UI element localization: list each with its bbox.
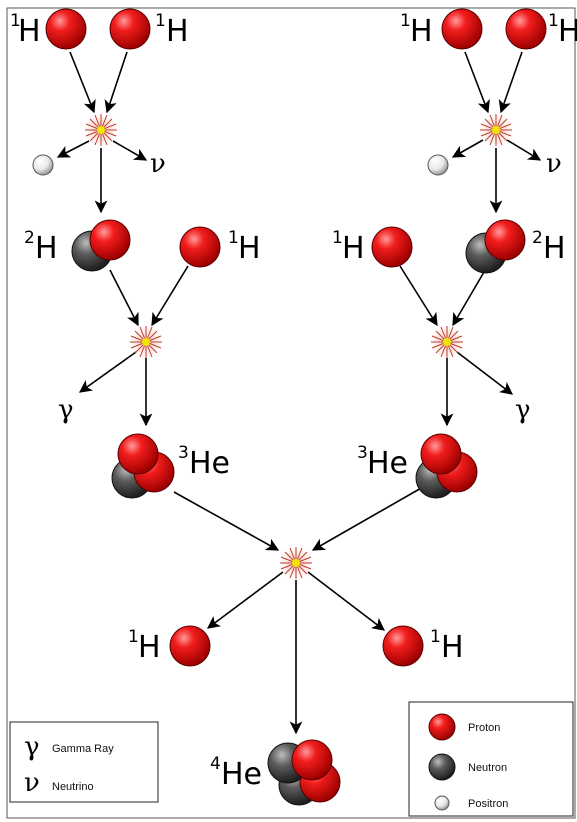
proton (372, 227, 412, 267)
arrow (308, 572, 384, 630)
positron (33, 155, 53, 175)
positron (428, 155, 448, 175)
neutron-swatch (429, 754, 455, 780)
isotope-symbol: H (238, 231, 261, 266)
neutrino-label: ν (150, 149, 166, 179)
arrow (507, 140, 540, 160)
neutrino-symbol: ν (24, 768, 40, 798)
helium3-left (112, 434, 174, 498)
proton (506, 9, 546, 49)
isotope-symbol: H (166, 14, 189, 49)
arrow (58, 141, 89, 157)
isotope-symbol: He (221, 757, 262, 792)
gamma-symbol: γ (24, 732, 40, 762)
proton (110, 9, 150, 49)
isotope-symbol: H (543, 231, 566, 266)
reaction-star (280, 547, 312, 579)
isotope-mass-number: 2 (24, 228, 35, 248)
arrow (174, 492, 278, 550)
legend-symbols: γ Gamma Ray ν Neutrino (10, 722, 158, 802)
reaction-star (480, 114, 512, 146)
isotope-symbol: H (342, 231, 365, 266)
isotope-symbol: H (410, 14, 433, 49)
isotope-mass-number: 4 (210, 754, 221, 774)
isotope-symbol: H (441, 630, 464, 665)
isotope-symbol: He (189, 446, 230, 481)
gamma-label: γ (515, 395, 531, 425)
helium4 (268, 740, 340, 805)
arrow (80, 352, 136, 392)
proton (90, 220, 130, 260)
neutrino-label: ν (546, 149, 562, 179)
proton-swatch (429, 714, 455, 740)
legend-label: Gamma Ray (52, 743, 114, 755)
legend-label: Neutron (468, 762, 507, 774)
proton (180, 227, 220, 267)
arrow (400, 266, 437, 325)
deuterium-left (72, 220, 130, 271)
arrow (453, 272, 484, 325)
legend-label: Positron (468, 798, 508, 810)
arrow (113, 141, 146, 160)
arrow (152, 266, 188, 325)
proton (46, 9, 86, 49)
arrow (313, 487, 423, 550)
reaction-star (85, 114, 117, 146)
deuterium-right (466, 220, 525, 273)
legend-label: Neutrino (52, 781, 94, 793)
isotope-mass-number: 1 (155, 11, 166, 31)
reaction-star (130, 326, 162, 358)
positron-swatch (435, 796, 449, 810)
isotope-symbol: He (367, 446, 408, 481)
isotope-symbol: H (35, 231, 58, 266)
gamma-label: γ (58, 395, 74, 425)
reaction-star (431, 326, 463, 358)
proton (170, 626, 210, 666)
isotope-symbol: H (138, 630, 161, 665)
isotope-symbol: H (558, 14, 577, 49)
arrow (110, 270, 138, 325)
arrow (457, 352, 512, 394)
arrow (107, 52, 127, 112)
legend-particles: Proton Neutron Positron (409, 702, 573, 816)
arrow (453, 140, 483, 157)
proton (383, 626, 423, 666)
proton (442, 9, 482, 49)
arrow (70, 52, 94, 112)
arrow (501, 52, 522, 112)
arrow (208, 572, 283, 628)
proton (421, 434, 461, 474)
proton (485, 220, 525, 260)
helium3-right (416, 434, 477, 498)
isotope-mass-number: 3 (178, 443, 189, 463)
arrow (465, 52, 488, 112)
isotope-mass-number: 2 (532, 228, 543, 248)
proton (292, 740, 332, 780)
legend-label: Proton (468, 722, 500, 734)
proton (118, 434, 158, 474)
isotope-symbol: H (18, 14, 41, 49)
isotope-mass-number: 1 (430, 627, 441, 647)
